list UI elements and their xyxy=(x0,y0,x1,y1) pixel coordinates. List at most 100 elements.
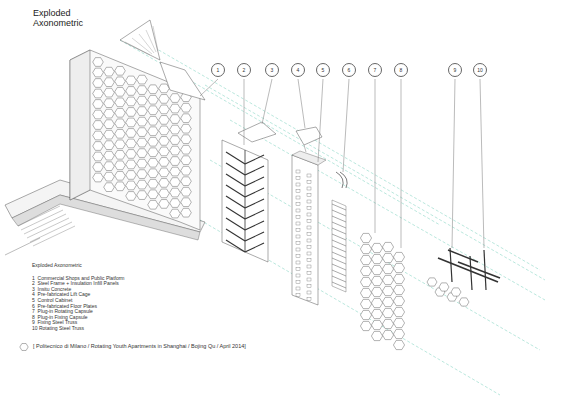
frame-member xyxy=(245,155,264,164)
callout-number: 5 xyxy=(322,68,325,73)
rotating-capsule xyxy=(382,297,393,306)
floor-plate xyxy=(332,276,346,282)
capsule-facade xyxy=(170,178,181,187)
leader-line xyxy=(480,79,484,248)
capsule-facade xyxy=(181,208,192,217)
list-item: 4 Pre-fabricated Lift Cage xyxy=(32,292,90,297)
capsule-facade xyxy=(170,94,181,103)
callout-circle: 7 xyxy=(368,63,382,77)
capsule-facade xyxy=(126,76,137,85)
core-window xyxy=(307,233,311,236)
capsule-facade xyxy=(104,67,115,76)
capsule-facade xyxy=(115,108,126,117)
core-window xyxy=(307,265,311,268)
lift-cage xyxy=(304,145,306,152)
frame-member xyxy=(245,199,264,208)
rotating-capsule xyxy=(360,310,371,319)
rotating-capsule xyxy=(382,319,393,328)
capsule-facade xyxy=(170,136,181,145)
rotating-capsule xyxy=(393,296,404,305)
capsule-facade xyxy=(148,169,159,178)
rotating-capsule xyxy=(360,244,371,253)
core-window xyxy=(307,291,311,294)
capsule-facade xyxy=(126,160,137,169)
core-window xyxy=(307,220,311,223)
leader-line xyxy=(452,79,455,248)
capsule-facade xyxy=(148,116,159,125)
floor-plate xyxy=(332,246,346,252)
capsule-facade xyxy=(137,149,148,158)
floor-plate xyxy=(332,264,346,270)
rotating-capsule xyxy=(393,252,404,261)
frame-member xyxy=(245,210,264,219)
roof-member xyxy=(139,34,154,53)
capsule-facade xyxy=(126,108,137,117)
capsule-facade xyxy=(159,147,170,156)
rotating-capsule xyxy=(360,266,371,275)
capsule-facade xyxy=(181,124,192,133)
rotating-capsule xyxy=(371,309,382,318)
capsule-facade xyxy=(181,135,192,144)
rotating-capsule xyxy=(382,330,393,339)
frame-member xyxy=(245,221,264,230)
control-core xyxy=(292,155,318,305)
capsule-facade xyxy=(137,96,148,105)
leader-line xyxy=(401,79,402,248)
platform-edge xyxy=(5,238,40,255)
frame-member xyxy=(245,232,264,241)
fixing-truss xyxy=(450,248,452,282)
list-item: 9 Fixing Steel Truss xyxy=(32,320,77,325)
callout-circle: 4 xyxy=(291,63,305,77)
callout-number: 3 xyxy=(271,68,274,73)
capsule-facade xyxy=(126,139,137,148)
core-window xyxy=(296,177,300,180)
frame-member xyxy=(226,185,245,197)
callout-number: 4 xyxy=(297,68,300,73)
capsule-facade xyxy=(93,68,104,77)
leader-line xyxy=(200,79,218,96)
rotating-capsule xyxy=(371,276,382,285)
rotating-capsule xyxy=(382,275,393,284)
capsule-facade xyxy=(159,137,170,146)
capsule-facade xyxy=(170,146,181,155)
list-item: 5 Control Cabinet xyxy=(32,298,72,303)
rotating-truss xyxy=(484,250,486,290)
capsule-facade xyxy=(115,77,126,86)
capsule-facade xyxy=(115,140,126,149)
capsule-facade xyxy=(170,209,181,218)
capsule-facade xyxy=(137,159,148,168)
rotating-capsule xyxy=(371,243,382,252)
list-item: 8 Plug-in Fixing Capsule xyxy=(32,315,88,320)
capsule-facade xyxy=(137,128,148,137)
list-item: 2 Steel Frame + Insulation Infill Panels xyxy=(32,281,119,286)
capsule-facade xyxy=(126,129,137,138)
rotating-capsule xyxy=(360,255,371,264)
frame-member xyxy=(226,152,245,164)
capsule-facade xyxy=(126,171,137,180)
capsule-facade xyxy=(148,200,159,209)
rotating-capsule xyxy=(371,320,382,329)
capsule-facade xyxy=(181,145,192,154)
capsule-facade xyxy=(93,173,104,182)
core-window xyxy=(307,194,311,197)
capsule-facade xyxy=(115,66,126,75)
leader-line xyxy=(262,79,272,124)
capsule-facade xyxy=(93,58,104,67)
capsule-facade xyxy=(148,95,159,104)
capsule-facade xyxy=(159,84,170,93)
capsule-facade xyxy=(104,151,115,160)
core-window xyxy=(296,216,300,219)
rotating-capsule xyxy=(393,263,404,272)
capsule-facade xyxy=(104,162,115,171)
capsule-facade xyxy=(159,105,170,114)
caption-hexagon xyxy=(20,344,28,351)
rotating-capsule xyxy=(371,298,382,307)
capsule-facade xyxy=(170,125,181,134)
core-window xyxy=(296,196,300,199)
rotating-capsule xyxy=(393,318,404,327)
floor-plates xyxy=(332,200,346,292)
capsule-facade xyxy=(181,114,192,123)
stair-step xyxy=(27,218,69,238)
floor-plate xyxy=(332,222,346,228)
